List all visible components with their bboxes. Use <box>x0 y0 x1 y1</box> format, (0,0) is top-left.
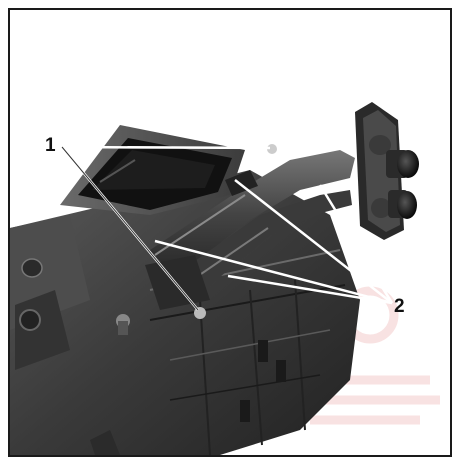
figure-frame <box>8 8 452 457</box>
pipe-seal-flange <box>355 102 419 240</box>
callout-label-2: 2 <box>394 296 405 317</box>
callout-label-1: 1 <box>45 135 56 156</box>
callout-1-leaders <box>61 145 271 311</box>
heater-pipes <box>145 144 355 319</box>
callout-2-leaders <box>154 179 394 305</box>
